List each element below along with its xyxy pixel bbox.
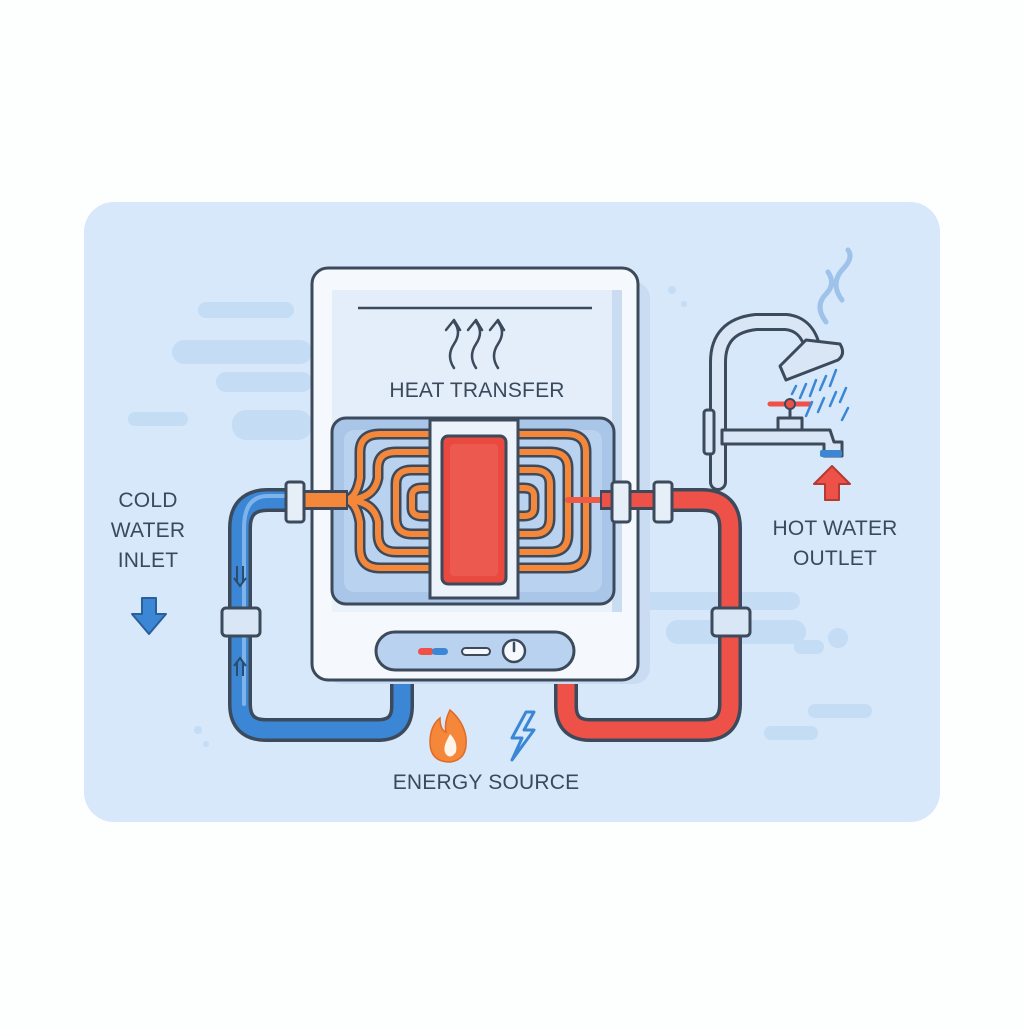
cold-label-line-3: INLET — [117, 549, 179, 572]
display-slot — [461, 647, 491, 656]
flame-icon — [429, 708, 467, 763]
indicator-light — [418, 648, 434, 655]
shower-head-icon — [778, 338, 850, 422]
cold-water-inlet-label: COLD WATER INLET — [100, 486, 196, 576]
control-panel — [374, 630, 576, 672]
hot-pipe-coupling — [710, 606, 752, 638]
steam-icon — [817, 247, 853, 325]
cold-pipe-coupling — [220, 606, 262, 638]
energy-source-label: ENERGY SOURCE — [392, 771, 580, 794]
heating-element — [428, 418, 520, 600]
heat-transfer-label: HEAT TRANSFER — [389, 379, 565, 402]
cold-flow-arrows-icon — [233, 566, 247, 676]
heat-waves-icon — [444, 318, 506, 370]
cold-label-line-2: WATER — [110, 519, 186, 542]
lightning-bolt-icon — [510, 710, 536, 762]
cold-label-line-1: COLD — [118, 489, 178, 512]
outlet-stub — [600, 480, 674, 524]
faucet-handle — [767, 398, 813, 410]
hot-label-line-2: OUTLET — [792, 547, 878, 570]
hot-label-line-1: HOT WATER — [772, 517, 898, 540]
faucet-icon — [702, 313, 844, 491]
heating-coils — [338, 428, 615, 574]
arrow-down-icon — [131, 597, 167, 635]
arrow-up-icon — [813, 465, 851, 501]
hot-water-outlet-label: HOT WATER OUTLET — [762, 514, 908, 574]
faucet-outlet — [820, 450, 842, 457]
inlet-stub — [284, 480, 348, 524]
